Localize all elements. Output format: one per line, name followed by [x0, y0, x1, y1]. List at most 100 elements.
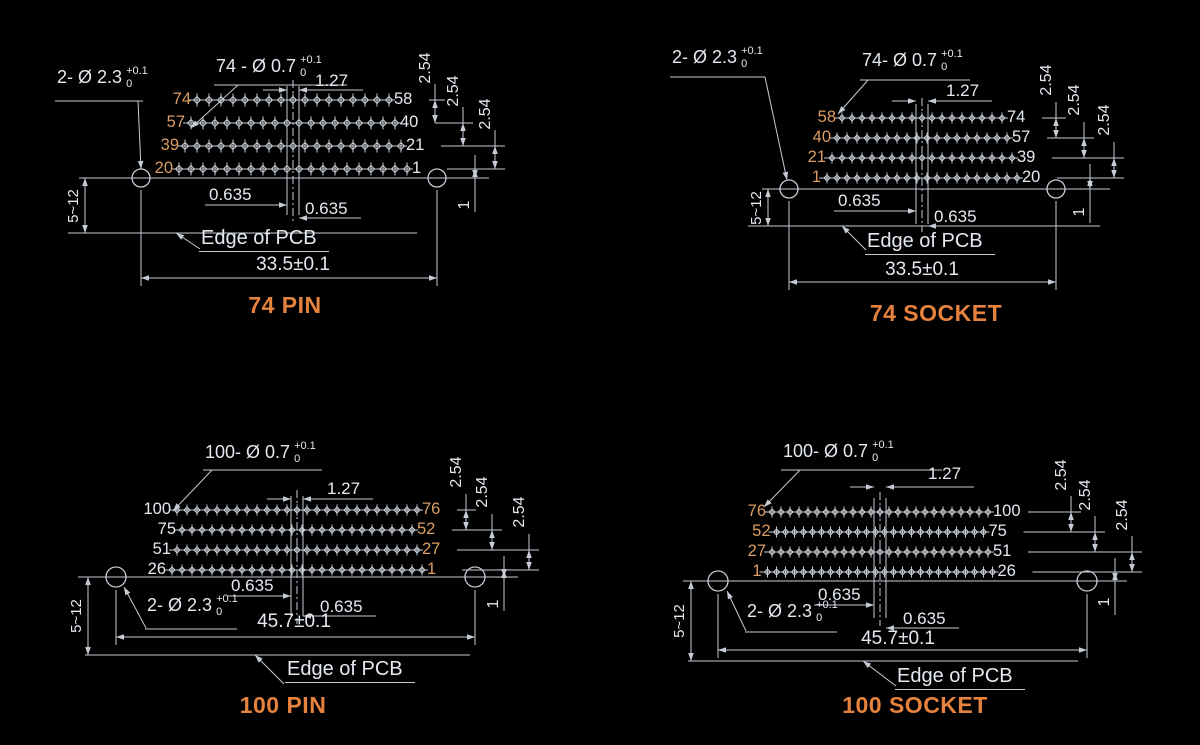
- pitch-dimension: 1.27: [315, 71, 349, 90]
- row-left-label: 26: [147, 560, 166, 578]
- diameter-value: 2.3: [787, 601, 813, 621]
- count-prefix: 2-: [747, 601, 764, 621]
- diameter-symbol: Ø: [78, 67, 93, 87]
- row-right-label: 51: [993, 542, 1012, 560]
- count-prefix: 2-: [672, 47, 689, 67]
- edge-of-pcb-label: Edge of PCB: [865, 230, 995, 255]
- count-prefix: 2-: [57, 67, 74, 87]
- board-width-label: 45.7±0.1: [861, 628, 935, 649]
- diameter-symbol: Ø: [893, 50, 908, 70]
- row-right-label: 75: [988, 522, 1007, 540]
- row-right-label: 26: [997, 562, 1016, 580]
- panel-100-socket: [683, 469, 1142, 687]
- diameter-value: 2.3: [712, 47, 738, 67]
- diameter-value: 0.7: [271, 56, 297, 76]
- pin-row-contacts-2: [768, 546, 992, 558]
- row-to-hole-dimension: 1: [456, 200, 473, 210]
- panel-title: 74 PIN: [248, 292, 322, 318]
- row-right-label: 27: [422, 540, 441, 558]
- diameter-value: 0.7: [265, 442, 291, 462]
- tolerance-plus: +0.1: [216, 593, 238, 605]
- row-left-label: 39: [160, 136, 179, 154]
- board-width-label: 45.7±0.1: [257, 611, 331, 632]
- mount-height-dimension: 5~12: [747, 190, 765, 225]
- row-to-hole-dimension: 1: [1096, 597, 1113, 607]
- row-left-label: 40: [812, 128, 831, 146]
- count-prefix: 100-: [783, 441, 820, 461]
- tolerance-minus: 0: [216, 606, 223, 618]
- diameter-value: 0.7: [912, 50, 938, 70]
- row-gap-dimension: 2.54: [417, 52, 434, 84]
- panel-100-pin: [78, 469, 539, 685]
- tolerance-plus: +0.1: [816, 599, 838, 611]
- row-gap-dimension: 2.54: [511, 496, 528, 528]
- pin-rows: [171, 93, 505, 176]
- tolerance-minus: 0: [300, 67, 307, 79]
- row-left-label: 1: [811, 168, 821, 186]
- pitch-dimension: 1.27: [928, 464, 962, 483]
- row-gap-dimension: 2.54: [1066, 84, 1083, 116]
- mounting-hole: [779, 179, 799, 199]
- row-right-label: 76: [422, 500, 441, 518]
- row-right-label: 39: [1017, 148, 1036, 166]
- mounting-hole: [707, 570, 729, 592]
- tolerance-minus: 0: [816, 612, 823, 624]
- offset-dimension: 0.635: [209, 185, 252, 204]
- row-left-label: 57: [166, 113, 185, 131]
- mounting-hole: [464, 566, 486, 588]
- pin-row-contacts-2: [180, 139, 406, 153]
- mounting-holes: [683, 570, 1127, 592]
- row-left-label: 1: [752, 562, 762, 580]
- row-right-label: 20: [1022, 168, 1041, 186]
- board-width-dimension: [140, 190, 438, 286]
- count-prefix: 74 -: [216, 56, 248, 76]
- row-gap-dimension: 2.54: [1077, 479, 1094, 511]
- tolerance-minus: 0: [872, 452, 879, 464]
- tolerance-minus: 0: [126, 78, 133, 90]
- row-right-label: 74: [1007, 108, 1026, 126]
- row-right-label: 21: [406, 136, 425, 154]
- tolerance-minus: 0: [941, 61, 948, 73]
- tolerance-plus: +0.1: [872, 439, 894, 451]
- offset-dimension: 0.635: [320, 597, 363, 616]
- tolerance-minus: 0: [294, 453, 301, 465]
- row-gap-dimension: 2.54: [1053, 459, 1070, 491]
- board-width-label: 33.5±0.1: [256, 254, 330, 275]
- mounting-hole: [427, 168, 447, 188]
- row-left-label: 27: [747, 542, 766, 560]
- panel-title: 100 SOCKET: [842, 692, 988, 718]
- row-right-label: 40: [400, 113, 419, 131]
- count-prefix: 74-: [862, 50, 889, 70]
- offset-dimension: 0.635: [231, 576, 274, 595]
- diameter-value: 0.7: [843, 441, 869, 461]
- panel-title: 100 PIN: [239, 692, 327, 718]
- diameter-symbol: Ø: [246, 442, 261, 462]
- panel-74-pin: [55, 80, 505, 286]
- pin-row-contacts-0: [768, 506, 992, 518]
- offset-dimension: 0.635: [838, 191, 881, 210]
- pin-row-contacts-2: [173, 544, 421, 556]
- tolerance-plus: +0.1: [941, 48, 963, 60]
- row-gap-dimension: 2.54: [445, 75, 462, 107]
- count-prefix: 2-: [147, 595, 164, 615]
- row-right-label: 100: [993, 502, 1021, 520]
- pcb-edge: [748, 225, 1100, 251]
- pitch-dimension: 1.27: [327, 479, 361, 498]
- pin-row-contacts-1: [178, 524, 416, 536]
- tolerance-plus: +0.1: [294, 440, 316, 452]
- row-left-label: 58: [817, 108, 836, 126]
- diameter-symbol: Ø: [693, 47, 708, 67]
- row-left-label: 20: [154, 159, 173, 177]
- row-gap-dimension: 2.54: [448, 456, 465, 488]
